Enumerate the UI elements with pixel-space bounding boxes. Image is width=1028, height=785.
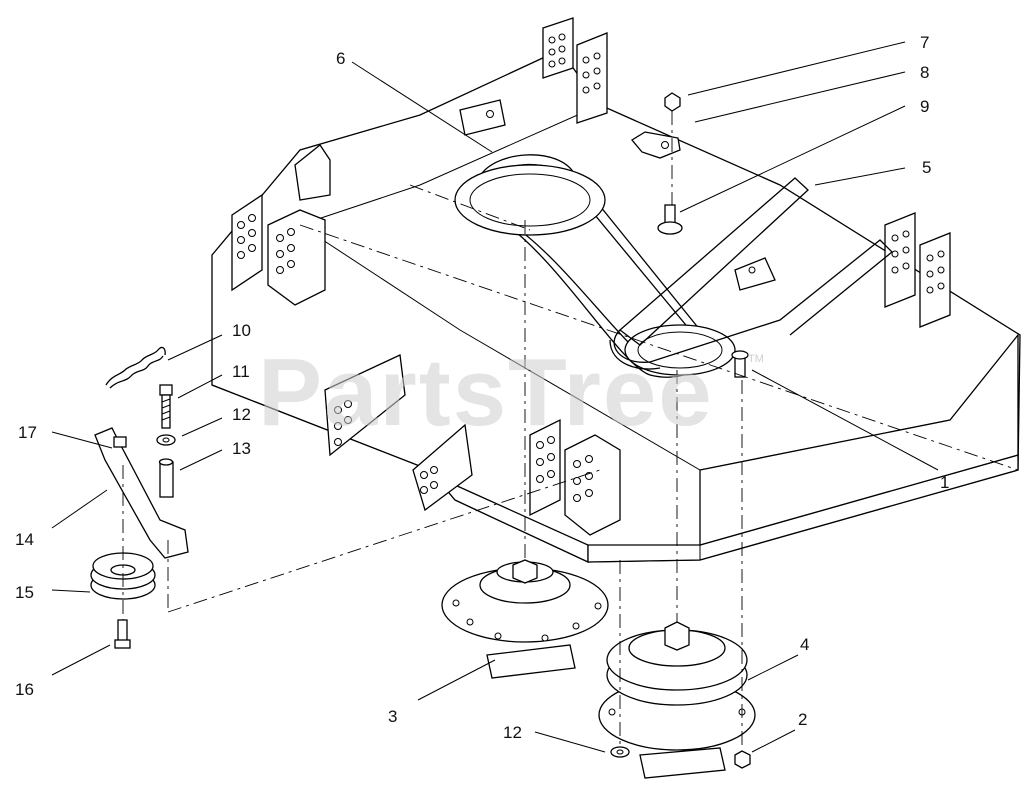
callout-4: 4 xyxy=(800,635,809,654)
callout-labels: 1 2 3 4 5 6 7 8 9 10 11 12 13 14 15 16 1… xyxy=(15,33,949,742)
callout-12: 12 xyxy=(232,405,251,424)
callout-6: 6 xyxy=(336,49,345,68)
hardware-7-8-9 xyxy=(631,92,683,235)
watermark-text: PartsTree xyxy=(258,339,714,446)
callout-10: 10 xyxy=(232,321,251,340)
layout-lines xyxy=(167,184,1019,613)
callout-3: 3 xyxy=(388,707,397,726)
leader-lines xyxy=(51,41,939,753)
callout-17: 17 xyxy=(18,423,37,442)
callout-9: 9 xyxy=(920,97,929,116)
callout-5: 5 xyxy=(922,158,931,177)
callout-13: 13 xyxy=(232,439,251,458)
hardware-1-2-12 xyxy=(610,350,751,769)
spindle-assembly-3 xyxy=(441,220,609,679)
watermark-trademark: TM xyxy=(748,353,764,365)
spindle-openings xyxy=(454,164,736,376)
mounting-plates xyxy=(231,17,951,536)
callout-7: 7 xyxy=(920,33,929,52)
callout-11: 11 xyxy=(232,362,250,381)
callout-15: 15 xyxy=(15,583,34,602)
callout-8: 8 xyxy=(920,63,929,82)
idler-arm xyxy=(609,177,893,370)
callout-14: 14 xyxy=(15,530,34,549)
callout-12-lower: 12 xyxy=(503,723,522,742)
callout-16: 16 xyxy=(15,680,34,699)
callout-2: 2 xyxy=(798,710,807,729)
left-hardware xyxy=(90,346,189,649)
spindle-assembly-4 xyxy=(598,370,756,779)
callout-1: 1 xyxy=(940,473,949,492)
